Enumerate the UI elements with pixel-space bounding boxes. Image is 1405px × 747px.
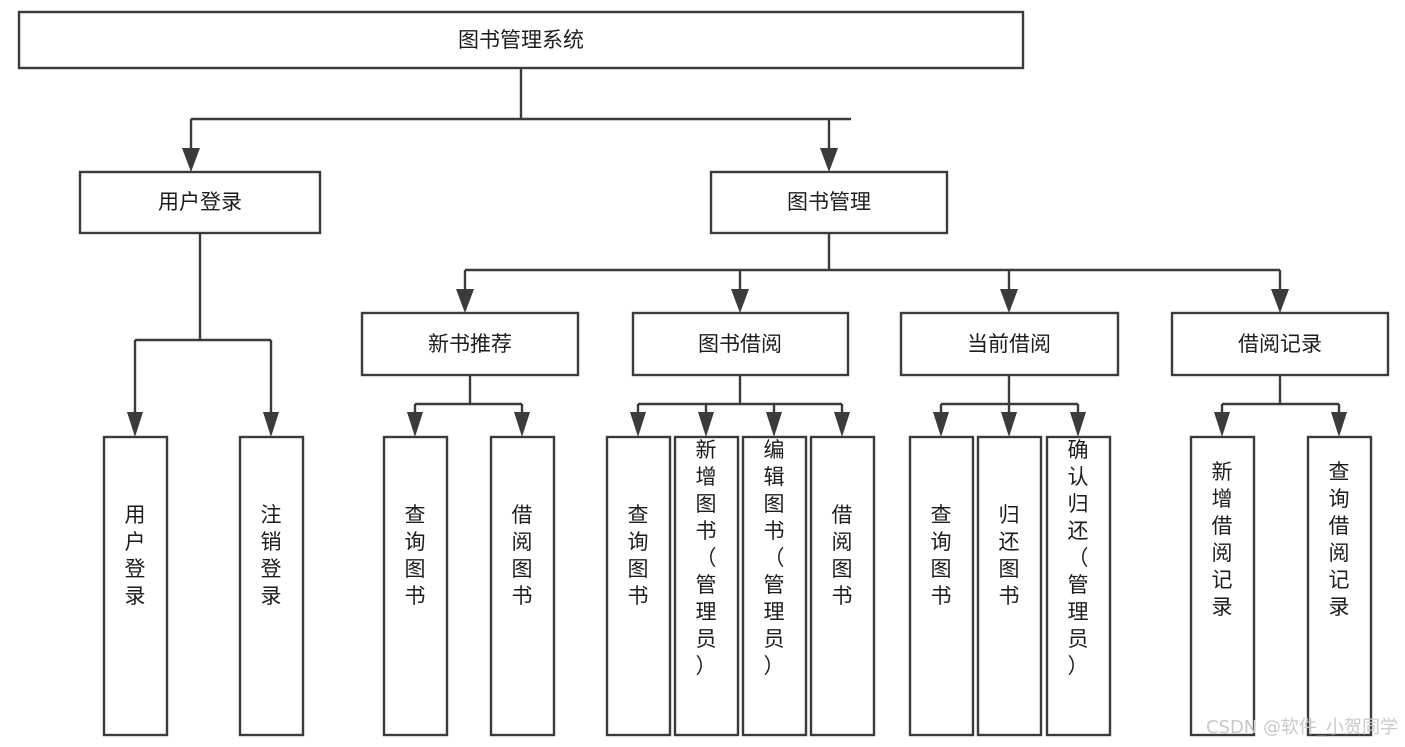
arrow-head-user-login <box>182 148 200 172</box>
node-book-management-box[interactable] <box>709 170 949 235</box>
leaf-confirm-return[interactable]: 确认归还（管理员） <box>1045 435 1112 737</box>
leaf-borrow-book-2-label: 借阅图书 <box>832 503 853 608</box>
leaf-borrow-book-1[interactable]: 借阅图书 <box>489 435 556 737</box>
node-current-borrow[interactable]: 当前借阅 <box>899 311 1120 377</box>
leaf-borrow-book-2[interactable]: 借阅图书 <box>809 435 876 737</box>
connector-root-to-level1 <box>182 68 851 172</box>
leaf-query-book-1-label: 查询图书 <box>405 503 426 608</box>
arrow-head-leaf-borrow-book-1 <box>514 412 530 437</box>
csdn-watermark: CSDN @软件_小贺同学 <box>1206 717 1398 738</box>
leaf-confirm-return-label: 确认归还（管理员） <box>1068 438 1089 678</box>
arrow-head-book-management <box>820 148 838 172</box>
leaf-query-book-3-box[interactable] <box>908 435 975 737</box>
connector-book-borrow-to-leaves <box>630 375 850 437</box>
leaf-confirm-return-box[interactable] <box>1045 435 1112 737</box>
leaf-add-record-box[interactable] <box>1189 435 1256 737</box>
leaf-user-login[interactable]: 用户登录 <box>102 435 169 737</box>
node-new-book-recommend-label: 新书推荐 <box>428 332 512 356</box>
arrow-head-leaf-add-book <box>698 412 714 437</box>
leaf-edit-book[interactable]: 编辑图书（管理员） <box>741 435 808 737</box>
node-borrow-record[interactable]: 借阅记录 <box>1170 311 1390 377</box>
leaf-query-book-3[interactable]: 查询图书 <box>908 435 975 737</box>
leaf-logout-box[interactable] <box>238 435 305 737</box>
arrow-head-leaf-add-record <box>1214 412 1230 437</box>
leaf-query-book-2-box[interactable] <box>605 435 672 737</box>
arrow-head-leaf-query-record <box>1331 412 1347 437</box>
leaf-query-record-box[interactable] <box>1306 435 1373 737</box>
node-borrow-record-label: 借阅记录 <box>1238 332 1322 356</box>
leaf-borrow-book-2-box[interactable] <box>809 435 876 737</box>
leaf-query-record[interactable]: 查询借阅记录 <box>1306 435 1373 737</box>
arrow-head-leaf-edit-book <box>766 412 782 437</box>
node-user-login-label: 用户登录 <box>158 190 242 214</box>
leaf-logout-label: 注销登录 <box>261 503 282 608</box>
arrow-head-leaf-query-book-2 <box>630 412 646 437</box>
leaf-logout[interactable]: 注销登录 <box>238 435 305 737</box>
connector-current-borrow-to-leaves <box>933 375 1086 437</box>
leaf-user-login-label: 用户登录 <box>125 503 146 608</box>
connector-user-login-to-leaves <box>127 233 279 437</box>
leaf-borrow-book-1-label: 借阅图书 <box>512 503 533 608</box>
arrow-head-book-borrow <box>731 289 749 313</box>
arrow-head-leaf-return-book <box>1001 412 1017 437</box>
node-root-label: 图书管理系统 <box>458 28 584 52</box>
leaf-add-book[interactable]: 新增图书（管理员） <box>673 435 740 737</box>
arrow-head-leaf-confirm-return <box>1070 412 1086 437</box>
leaf-query-book-2[interactable]: 查询图书 <box>605 435 672 737</box>
arrow-head-leaf-query-book-3 <box>933 412 949 437</box>
leaf-add-record[interactable]: 新增借阅记录 <box>1189 435 1256 737</box>
arrow-head-leaf-user-login <box>127 412 143 437</box>
node-book-borrow-label: 图书借阅 <box>698 332 782 356</box>
node-root[interactable]: 图书管理系统 <box>17 10 1025 70</box>
leaf-return-book-label: 归还图书 <box>999 503 1020 608</box>
arrow-head-leaf-logout <box>263 412 279 437</box>
leaf-query-book-1-box[interactable] <box>382 435 449 737</box>
leaf-return-book[interactable]: 归还图书 <box>976 435 1043 737</box>
leaf-query-book-1[interactable]: 查询图书 <box>382 435 449 737</box>
node-user-login-box[interactable] <box>78 170 322 235</box>
node-user-login[interactable]: 用户登录 <box>78 170 322 235</box>
node-new-book-recommend-box[interactable] <box>360 311 580 377</box>
node-book-management[interactable]: 图书管理 <box>709 170 949 235</box>
node-borrow-record-box[interactable] <box>1170 311 1390 377</box>
leaf-query-record-label: 查询借阅记录 <box>1329 460 1350 619</box>
leaf-edit-book-box[interactable] <box>741 435 808 737</box>
node-root-box[interactable] <box>17 10 1025 70</box>
node-new-book-recommend[interactable]: 新书推荐 <box>360 311 580 377</box>
leaf-add-book-label: 新增图书（管理员） <box>696 438 717 678</box>
arrow-head-borrow-record <box>1271 289 1289 313</box>
node-book-borrow-box[interactable] <box>631 311 850 377</box>
node-current-borrow-label: 当前借阅 <box>967 332 1051 356</box>
leaf-query-book-2-label: 查询图书 <box>628 503 649 608</box>
leaf-user-login-box[interactable] <box>102 435 169 737</box>
leaf-edit-book-label: 编辑图书（管理员） <box>764 438 785 678</box>
leaf-query-book-3-label: 查询图书 <box>931 503 952 608</box>
arrow-head-current-borrow <box>1000 289 1018 313</box>
node-current-borrow-box[interactable] <box>899 311 1120 377</box>
leaf-return-book-box[interactable] <box>976 435 1043 737</box>
leaf-borrow-book-1-box[interactable] <box>489 435 556 737</box>
arrow-head-leaf-borrow-book-2 <box>834 412 850 437</box>
connector-new-book-recommend-to-leaves <box>407 375 530 437</box>
node-book-borrow[interactable]: 图书借阅 <box>631 311 850 377</box>
connector-book-management-to-level2 <box>456 233 1289 313</box>
leaf-add-record-label: 新增借阅记录 <box>1212 460 1233 619</box>
arrow-head-new-book-recommend <box>456 289 474 313</box>
leaf-add-book-box[interactable] <box>673 435 740 737</box>
connector-borrow-record-to-leaves <box>1214 375 1347 437</box>
arrow-head-leaf-query-book-1 <box>407 412 423 437</box>
node-book-management-label: 图书管理 <box>787 190 871 214</box>
